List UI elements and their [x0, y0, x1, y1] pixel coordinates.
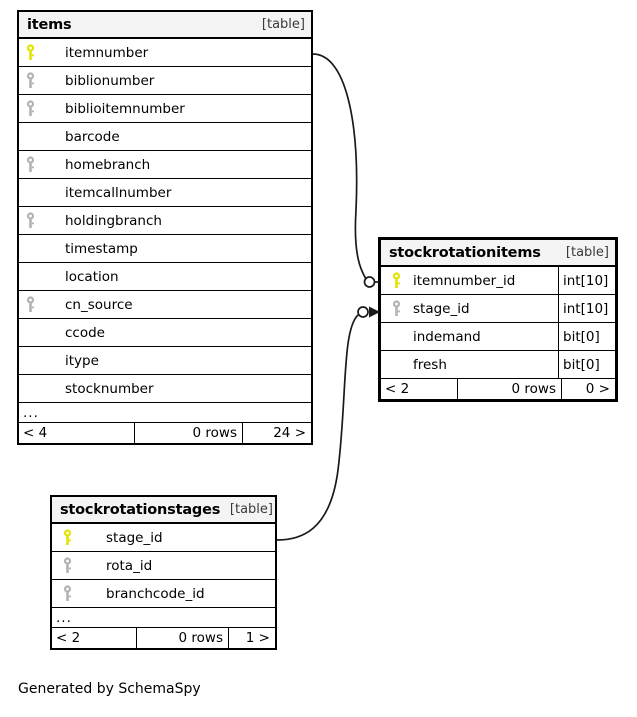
footer-row-count: 0 rows [457, 379, 561, 399]
column-name: itemnumber [65, 44, 149, 61]
column-name: stage_id [106, 529, 163, 546]
column-name: biblionumber [65, 72, 155, 89]
relationship-items-stockrotationitems [312, 53, 379, 288]
foreign-key-icon [52, 552, 82, 579]
column-type: bit[0] [558, 351, 615, 378]
footer-row-count: 0 rows [134, 423, 242, 443]
generated-by-label: Generated by SchemaSpy [18, 681, 201, 697]
table-stockrotationitems[interactable]: stockrotationitems [table] itemnumber_id… [378, 237, 618, 402]
column-row[interactable]: holdingbranch [19, 207, 311, 235]
cardinality-zero-marker [357, 306, 369, 318]
column-name: biblioitemnumber [65, 100, 185, 117]
column-row[interactable]: timestamp [19, 235, 311, 263]
table-stockrotationstages-footer: < 2 0 rows 1 > [52, 628, 275, 648]
footer-parents-count[interactable]: < 2 [385, 381, 410, 397]
column-row[interactable]: stocknumber [19, 375, 311, 403]
column-row[interactable]: ccode [19, 319, 311, 347]
no-key-placeholder [19, 179, 41, 206]
column-row[interactable]: itemnumber_id int[10] [381, 267, 615, 295]
column-row[interactable]: fresh bit[0] [381, 351, 615, 379]
foreign-key-icon [19, 67, 41, 94]
column-name: fresh [413, 356, 447, 373]
column-row[interactable]: stage_id int[10] [381, 295, 615, 323]
column-type: int[10] [558, 267, 615, 294]
column-name: itemcallnumber [65, 184, 172, 201]
table-items-tag: [table] [261, 17, 305, 32]
column-name: homebranch [65, 156, 151, 173]
column-type: int[10] [558, 295, 615, 322]
no-key-placeholder [19, 375, 41, 402]
column-row[interactable]: itype [19, 347, 311, 375]
column-name: stocknumber [65, 380, 154, 397]
foreign-key-icon [19, 291, 41, 318]
column-name: holdingbranch [65, 212, 162, 229]
table-stockrotationitems-tag: [table] [565, 245, 609, 260]
column-row[interactable]: location [19, 263, 311, 291]
column-row[interactable]: branchcode_id [52, 580, 275, 608]
no-key-placeholder [19, 347, 41, 374]
no-key-placeholder [19, 319, 41, 346]
more-columns-indicator: ... [52, 608, 275, 628]
column-name: rota_id [106, 557, 153, 574]
column-row[interactable]: indemand bit[0] [381, 323, 615, 351]
column-name: timestamp [65, 240, 138, 257]
table-items[interactable]: items [table] itemnumber biblionumber bi… [17, 10, 313, 445]
column-name: location [65, 268, 119, 285]
column-name: itemnumber_id [413, 272, 516, 289]
footer-children-count[interactable]: 1 > [228, 628, 275, 648]
table-items-footer: < 4 0 rows 24 > [19, 423, 311, 443]
footer-children-count[interactable]: 0 > [561, 379, 615, 399]
column-row[interactable]: cn_source [19, 291, 311, 319]
table-stockrotationitems-title: stockrotationitems [389, 244, 541, 261]
table-items-header: items [table] [19, 12, 311, 39]
foreign-key-icon [52, 580, 82, 607]
more-columns-indicator: ... [19, 403, 311, 423]
foreign-key-icon [19, 151, 41, 178]
no-key-placeholder [381, 323, 411, 350]
footer-parents-count[interactable]: < 4 [23, 425, 48, 441]
cardinality-zero-marker [363, 276, 376, 288]
no-key-placeholder [19, 263, 41, 290]
column-name: cn_source [65, 296, 133, 313]
table-stockrotationstages[interactable]: stockrotationstages [table] stage_id rot… [50, 495, 277, 650]
table-stockrotationstages-tag: [table] [229, 502, 273, 517]
column-row[interactable]: homebranch [19, 151, 311, 179]
table-stockrotationitems-header: stockrotationitems [table] [381, 240, 615, 267]
column-type: bit[0] [558, 323, 615, 350]
no-key-placeholder [19, 123, 41, 150]
primary-key-icon [381, 267, 411, 294]
no-key-placeholder [381, 351, 411, 378]
column-name: branchcode_id [106, 585, 205, 602]
column-row[interactable]: barcode [19, 123, 311, 151]
footer-children-count[interactable]: 24 > [242, 423, 311, 443]
foreign-key-icon [19, 207, 41, 234]
column-row[interactable]: biblionumber [19, 67, 311, 95]
primary-key-icon [52, 524, 82, 551]
column-name: barcode [65, 128, 120, 145]
column-row[interactable]: itemnumber [19, 39, 311, 67]
footer-parents-count[interactable]: < 2 [56, 630, 81, 646]
column-row[interactable]: stage_id [52, 524, 275, 552]
column-row[interactable]: rota_id [52, 552, 275, 580]
column-name: ccode [65, 324, 105, 341]
column-row[interactable]: biblioitemnumber [19, 95, 311, 123]
foreign-key-icon [19, 95, 41, 122]
column-name: itype [65, 352, 99, 369]
table-stockrotationstages-header: stockrotationstages [table] [52, 497, 275, 524]
no-key-placeholder [19, 235, 41, 262]
footer-row-count: 0 rows [136, 628, 228, 648]
column-name: indemand [413, 328, 481, 345]
column-name: stage_id [413, 300, 470, 317]
foreign-key-icon [381, 295, 411, 322]
table-items-title: items [27, 16, 72, 33]
column-row[interactable]: itemcallnumber [19, 179, 311, 207]
primary-key-icon [19, 39, 41, 66]
table-stockrotationstages-title: stockrotationstages [60, 501, 221, 518]
table-stockrotationitems-footer: < 2 0 rows 0 > [381, 379, 615, 399]
